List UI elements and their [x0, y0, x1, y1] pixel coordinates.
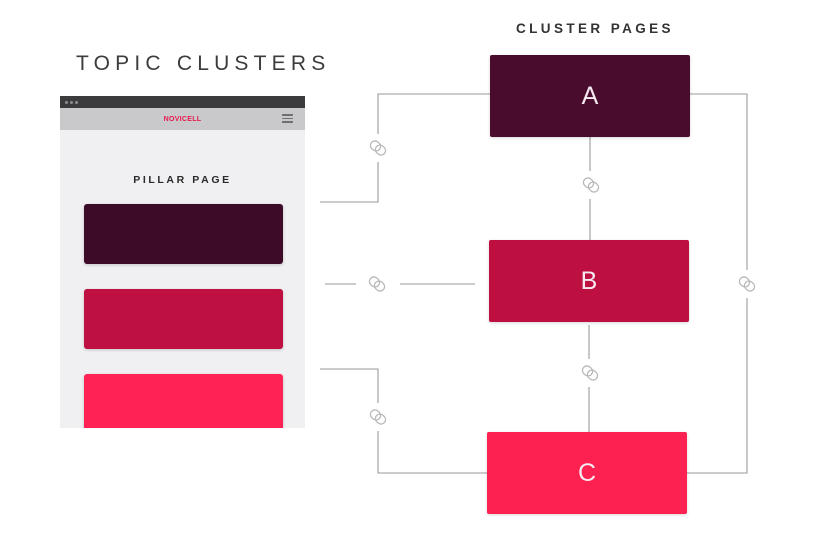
chain-link-icon — [581, 365, 599, 381]
topic-clusters-title: TOPIC CLUSTERS — [76, 52, 331, 75]
chain-link-icon — [369, 140, 387, 156]
chain-link-icon — [738, 276, 756, 292]
chain-link-icon — [582, 177, 600, 193]
hamburger-icon[interactable] — [282, 114, 293, 123]
window-dot-maximize — [75, 100, 78, 104]
connector-pillar-to-c-upper — [320, 368, 379, 403]
hamburger-bar-3 — [282, 121, 293, 123]
hamburger-bar-2 — [282, 117, 293, 120]
window-dot-minimize — [70, 100, 73, 104]
cluster-box-a[interactable]: A — [490, 55, 690, 137]
chain-link-icon — [369, 409, 387, 425]
connector-pillar-to-a-lower — [320, 162, 379, 203]
connector-a-to-c-upper — [690, 93, 748, 270]
pillar-page-label: PILLAR PAGE — [133, 174, 232, 186]
browser-toolbar: NOVICELL — [60, 108, 305, 130]
pillar-block-2 — [84, 289, 283, 349]
browser-titlebar — [60, 96, 305, 108]
window-dot-close — [65, 100, 68, 104]
browser-body: PILLAR PAGE — [60, 130, 305, 428]
connector-pillar-to-a-upper — [377, 93, 490, 134]
chain-link-icon — [368, 276, 386, 292]
pillar-block-3 — [84, 374, 283, 428]
connector-pillar-to-c-lower — [377, 431, 487, 474]
cluster-pages-title: CLUSTER PAGES — [516, 21, 674, 36]
cluster-box-c[interactable]: C — [487, 432, 687, 514]
browser-mockup: NOVICELL PILLAR PAGE — [60, 96, 305, 428]
pillar-block-1 — [84, 204, 283, 264]
site-logo[interactable]: NOVICELL — [163, 115, 202, 123]
connector-a-to-c-lower — [687, 298, 748, 474]
cluster-box-b[interactable]: B — [489, 240, 689, 322]
hamburger-bar-1 — [282, 114, 293, 116]
